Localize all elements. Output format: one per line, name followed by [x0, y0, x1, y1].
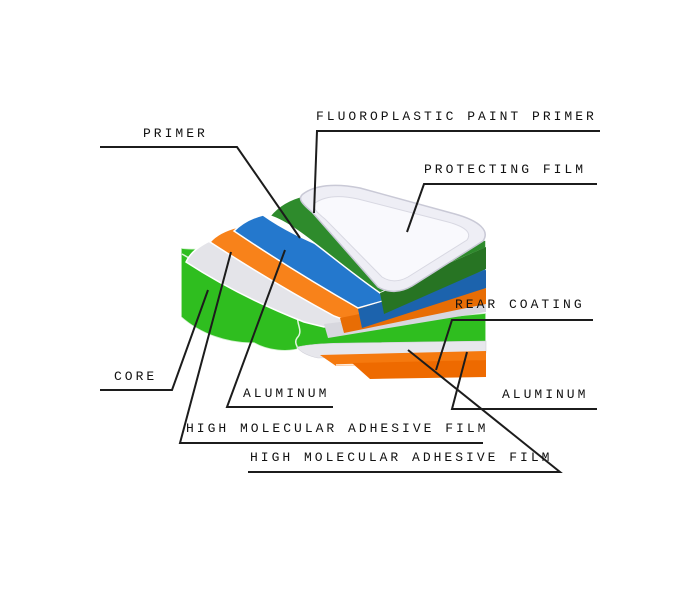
- adhesive-upper-leader-line: [178, 251, 483, 444]
- core-leader-line: [100, 289, 209, 391]
- label-rear-coating: REAR COATING: [455, 297, 585, 312]
- aluminum-upper-leader-line: [225, 249, 333, 408]
- label-aluminum-upper: ALUMINUM: [243, 386, 330, 401]
- label-fluoroplastic-paint-primer: FLUOROPLASTIC PAINT PRIMER: [316, 109, 597, 124]
- protecting-film-leader-line: [406, 183, 597, 233]
- rear-coating-layer: [352, 360, 486, 379]
- rear-coating-leader-line: [435, 319, 593, 371]
- label-core: CORE: [114, 369, 158, 384]
- label-aluminum-lower: ALUMINUM: [502, 387, 589, 402]
- protecting-film-inner: [313, 196, 470, 282]
- label-primer: PRIMER: [143, 126, 208, 141]
- adhesive-lower-leader-line: [248, 349, 563, 473]
- upper-adhesive-film-front: [324, 304, 486, 338]
- fluoroplastic-leader-line: [313, 130, 600, 214]
- primer-front: [358, 270, 486, 328]
- label-protecting-film: PROTECTING FILM: [424, 162, 587, 177]
- aluminum-lower-leader-line: [450, 351, 597, 410]
- label-adhesive-film-upper: HIGH MOLECULAR ADHESIVE FILM: [186, 421, 489, 436]
- primer-leader-line: [100, 146, 301, 239]
- fluoroplastic-paint-front: [380, 247, 486, 314]
- label-adhesive-film-lower: HIGH MOLECULAR ADHESIVE FILM: [250, 450, 553, 465]
